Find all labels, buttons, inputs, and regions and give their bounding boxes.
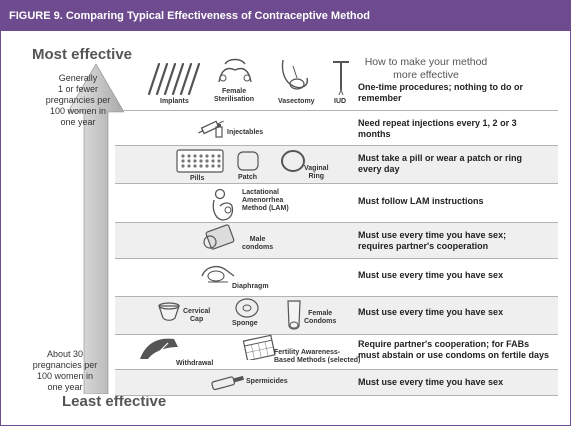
top-note-line: Generally: [58, 73, 98, 83]
advice-line: Must take a pill or wear a patch or ring: [358, 153, 523, 163]
how-to-header: How to make your method more effective: [356, 56, 496, 82]
row-band-male-condoms: [115, 222, 558, 259]
diaphragm-label: Diaphragm: [232, 283, 269, 290]
cervical-cap-icon: [158, 302, 180, 321]
advice-row-7: Must use every time you have sex: [358, 307, 558, 318]
label-line: Female: [308, 310, 333, 317]
diaphragm-icon: [201, 265, 235, 283]
advice-line: months: [358, 129, 391, 139]
lam-breastfeeding-icon: [212, 188, 234, 221]
vasectomy-icon: [281, 59, 308, 90]
label-line: Based Methods (selected): [274, 357, 361, 364]
bottom-note-line: pregnancies per: [32, 360, 98, 370]
implants-label: Implants: [160, 98, 189, 105]
label-line: Amenorrhea: [242, 197, 284, 204]
advice-row-9: Must use every time you have sex: [358, 377, 558, 388]
row-band-injectables: [115, 110, 558, 146]
female-sterilisation-icon: [218, 58, 252, 83]
pills-label: Pills: [190, 175, 205, 182]
bottom-note-line: 100 women in: [36, 371, 94, 381]
top-note-line: 1 or fewer: [57, 84, 99, 94]
female-sterilisation-label: Female Sterilisation: [214, 88, 254, 104]
cervical-cap-label: Cervical Cap: [183, 308, 210, 324]
top-note-line: pregnancies per: [45, 95, 111, 105]
label-line: Cap: [190, 316, 204, 323]
how-header-line: more effective: [393, 69, 459, 81]
advice-line: Must use every time you have sex: [358, 270, 504, 280]
female-condom-icon: [287, 300, 301, 330]
label-line: Condoms: [304, 318, 337, 325]
advice-line: requires partner's cooperation: [358, 241, 489, 251]
bottom-note-line: one year: [47, 382, 83, 392]
female-condoms-label: Female Condoms: [304, 310, 336, 326]
withdrawal-label: Withdrawal: [176, 360, 214, 367]
row-band-spermicides: [115, 369, 558, 396]
spermicides-label: Spermicides: [246, 378, 288, 385]
spermicides-icon: [211, 375, 244, 391]
advice-row-5: Must use every time you have sex; requir…: [358, 230, 558, 252]
top-pregnancy-note: Generally 1 or fewer pregnancies per 100…: [33, 73, 123, 128]
advice-line: every day: [358, 164, 400, 174]
advice-line: must abstain or use condoms on fertile d…: [358, 350, 550, 360]
bottom-note-line: About 30: [46, 349, 84, 359]
label-line: Vaginal: [304, 165, 329, 172]
advice-row-8: Require partner's cooperation; for FABs …: [358, 339, 558, 361]
row-band-diaphragm: [115, 258, 558, 297]
iud-icon: [333, 61, 349, 96]
label-line: Cervical: [183, 308, 211, 315]
how-header-line: How to make your method: [364, 56, 488, 68]
advice-line: Must follow LAM instructions: [358, 196, 484, 206]
most-effective-label: Most effective: [32, 46, 133, 63]
advice-row-6: Must use every time you have sex: [358, 270, 558, 281]
vial-icon: [215, 124, 223, 138]
figure-title: FIGURE 9. Comparing Typical Effectivenes…: [1, 1, 570, 31]
label-line: Female: [221, 88, 247, 95]
calendar-icon: [242, 334, 276, 360]
vaginal-ring-label: Vaginal Ring: [304, 165, 329, 181]
advice-line: Must use every time you have sex: [358, 307, 504, 317]
label-line: Ring: [308, 173, 325, 180]
top-note-line: 100 women in: [49, 106, 107, 116]
vaginal-ring-icon: [281, 150, 305, 172]
label-line: condoms: [242, 244, 274, 251]
advice-row-2: Need repeat injections every 1, 2 or 3 m…: [358, 118, 558, 140]
withdrawal-icon: [140, 338, 178, 359]
advice-row-4: Must follow LAM instructions: [358, 196, 558, 207]
label-line: Sterilisation: [214, 96, 255, 103]
sponge-label: Sponge: [232, 320, 258, 327]
row-band-cap-sponge: [115, 296, 558, 335]
male-condoms-label: Male condoms: [242, 236, 273, 252]
advice-row-1: One-time procedures; nothing to do or re…: [358, 82, 558, 104]
advice-line: Must use every time you have sex: [358, 377, 504, 387]
sponge-icon: [235, 298, 259, 318]
advice-row-3: Must take a pill or wear a patch or ring…: [358, 153, 558, 175]
top-note-line: one year: [60, 117, 96, 127]
least-effective-label: Least effective: [62, 393, 167, 410]
implants-icon: [147, 62, 201, 96]
label-line: Lactational: [242, 189, 279, 196]
advice-line: remember: [358, 93, 402, 103]
advice-line: One-time procedures; nothing to do or: [358, 82, 523, 92]
iud-label: IUD: [334, 98, 347, 105]
advice-line: Require partner's cooperation; for FABs: [358, 339, 530, 349]
injectables-label: Injectables: [227, 129, 264, 136]
advice-line: Need repeat injections every 1, 2 or 3: [358, 118, 517, 128]
label-line: Fertility Awareness-: [274, 349, 341, 356]
patch-label: Patch: [238, 174, 258, 181]
lam-label: Lactational Amenorrhea Method (LAM): [242, 189, 289, 213]
advice-line: Must use every time you have sex;: [358, 230, 507, 240]
male-condom-icon: [203, 224, 235, 250]
row-band-withdrawal: [115, 334, 558, 370]
label-line: Male: [249, 236, 266, 243]
bottom-pregnancy-note: About 30 pregnancies per 100 women in on…: [25, 349, 105, 393]
vasectomy-label: Vasectomy: [278, 98, 315, 105]
row-band-lam: [115, 183, 558, 223]
fertility-awareness-label: Fertility Awareness- Based Methods (sele…: [274, 349, 360, 365]
label-line: Method (LAM): [242, 205, 289, 212]
effectiveness-arrow: [68, 64, 124, 394]
pills-icon: [176, 149, 224, 173]
patch-icon: [237, 151, 259, 171]
